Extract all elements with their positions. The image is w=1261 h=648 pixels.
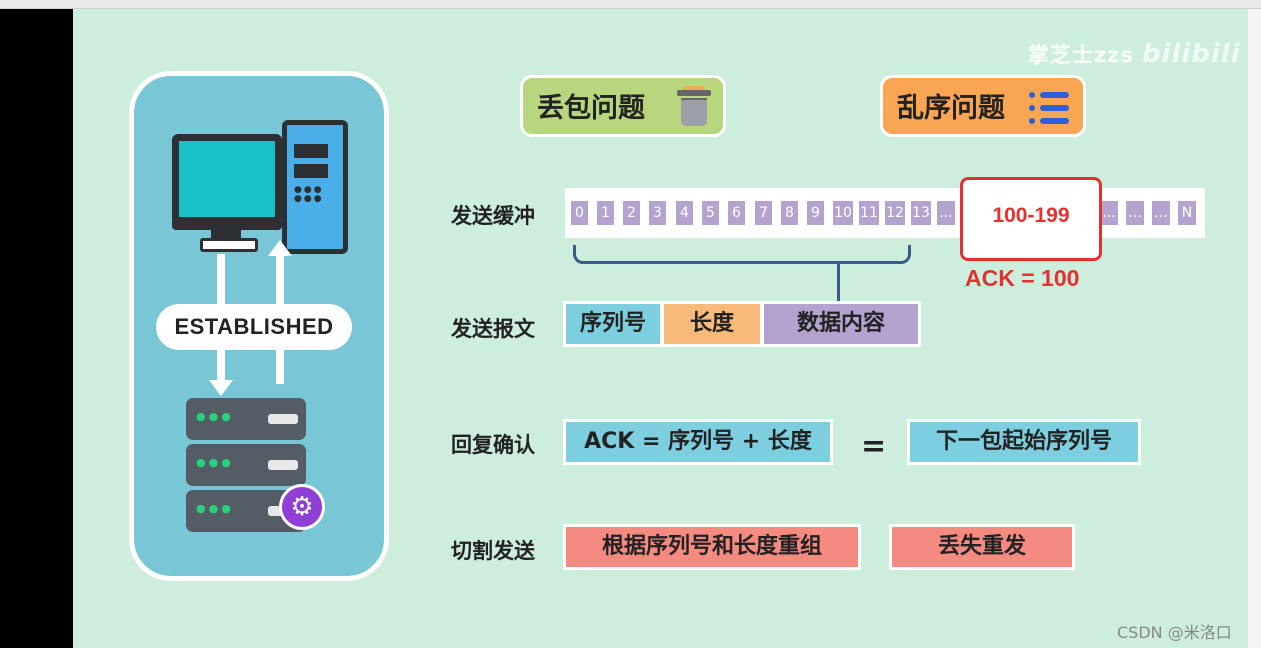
trash-can-icon — [677, 86, 711, 126]
buffer-cell: ... — [1126, 201, 1144, 225]
buffer-cell: 9 — [807, 201, 824, 225]
packet-loss-label: 丢包问题 — [537, 93, 645, 124]
watermark-author: 掌芝士zzs — [1028, 43, 1134, 67]
buffer-cell: 13 — [911, 201, 931, 225]
established-label: ESTABLISHED — [156, 304, 352, 350]
equals-sign: = — [861, 429, 887, 464]
gear-icon: ⚙ — [279, 484, 325, 530]
row-label-send-buffer: 发送缓冲 — [451, 204, 535, 228]
highlight-range: 100-199 — [992, 204, 1070, 227]
buffer-cell: 1 — [597, 201, 614, 225]
buffer-cell: 11 — [859, 201, 879, 225]
row-label-split-send: 切割发送 — [451, 539, 535, 563]
buffer-cell: ... — [937, 201, 955, 225]
reassemble-box: 根据序列号和长度重组 — [563, 524, 861, 570]
buffer-cell: N — [1178, 201, 1196, 225]
buffer-cell: 5 — [702, 201, 719, 225]
list-icon — [1029, 92, 1069, 124]
buffer-cell: 4 — [676, 201, 693, 225]
field-sequence-number: 序列号 — [563, 301, 663, 347]
buffer-cell: 2 — [623, 201, 640, 225]
highlight-segment-box: 100-199 — [960, 177, 1102, 261]
right-edge-strip — [1248, 9, 1261, 648]
segment-brace — [573, 245, 911, 264]
buffer-cell: 10 — [833, 201, 853, 225]
field-data-content: 数据内容 — [761, 301, 921, 347]
buffer-cell: 3 — [649, 201, 666, 225]
buffer-cell: ... — [1152, 201, 1170, 225]
out-of-order-tag: 乱序问题 — [880, 75, 1086, 137]
connection-card: ●●●●●● ESTABLISHED ●●● ●●● ●●● ⚙ — [129, 71, 389, 581]
buffer-cell: 12 — [885, 201, 905, 225]
video-slide: 掌芝士zzs bilibili ●●●●●● ESTABLISHED ●●● ●●… — [73, 9, 1248, 648]
buffer-cell: ... — [1100, 201, 1118, 225]
buffer-cell: 6 — [728, 201, 745, 225]
browser-top-bar — [0, 0, 1261, 9]
watermark: 掌芝士zzs bilibili — [1028, 39, 1241, 69]
out-of-order-label: 乱序问题 — [897, 93, 1005, 124]
send-buffer-strip: 0 1 2 3 4 5 6 7 8 9 10 11 12 13 ... ... … — [565, 188, 1205, 238]
buffer-cell: 8 — [781, 201, 798, 225]
packet-loss-tag: 丢包问题 — [520, 75, 726, 137]
next-sequence-box: 下一包起始序列号 — [907, 419, 1141, 465]
brace-connector — [837, 261, 840, 303]
ack-formula: ACK = 序列号 + 长度 — [563, 419, 833, 465]
csdn-credit: CSDN @米洛口 — [1117, 623, 1232, 642]
buffer-cell: 0 — [571, 201, 588, 225]
watermark-platform: bilibili — [1141, 39, 1241, 69]
row-label-send-message: 发送报文 — [451, 317, 535, 341]
ack-value: ACK = 100 — [965, 265, 1080, 291]
retransmit-box: 丢失重发 — [889, 524, 1075, 570]
field-length: 长度 — [661, 301, 763, 347]
row-label-ack: 回复确认 — [451, 433, 535, 457]
buffer-cell: 7 — [755, 201, 772, 225]
